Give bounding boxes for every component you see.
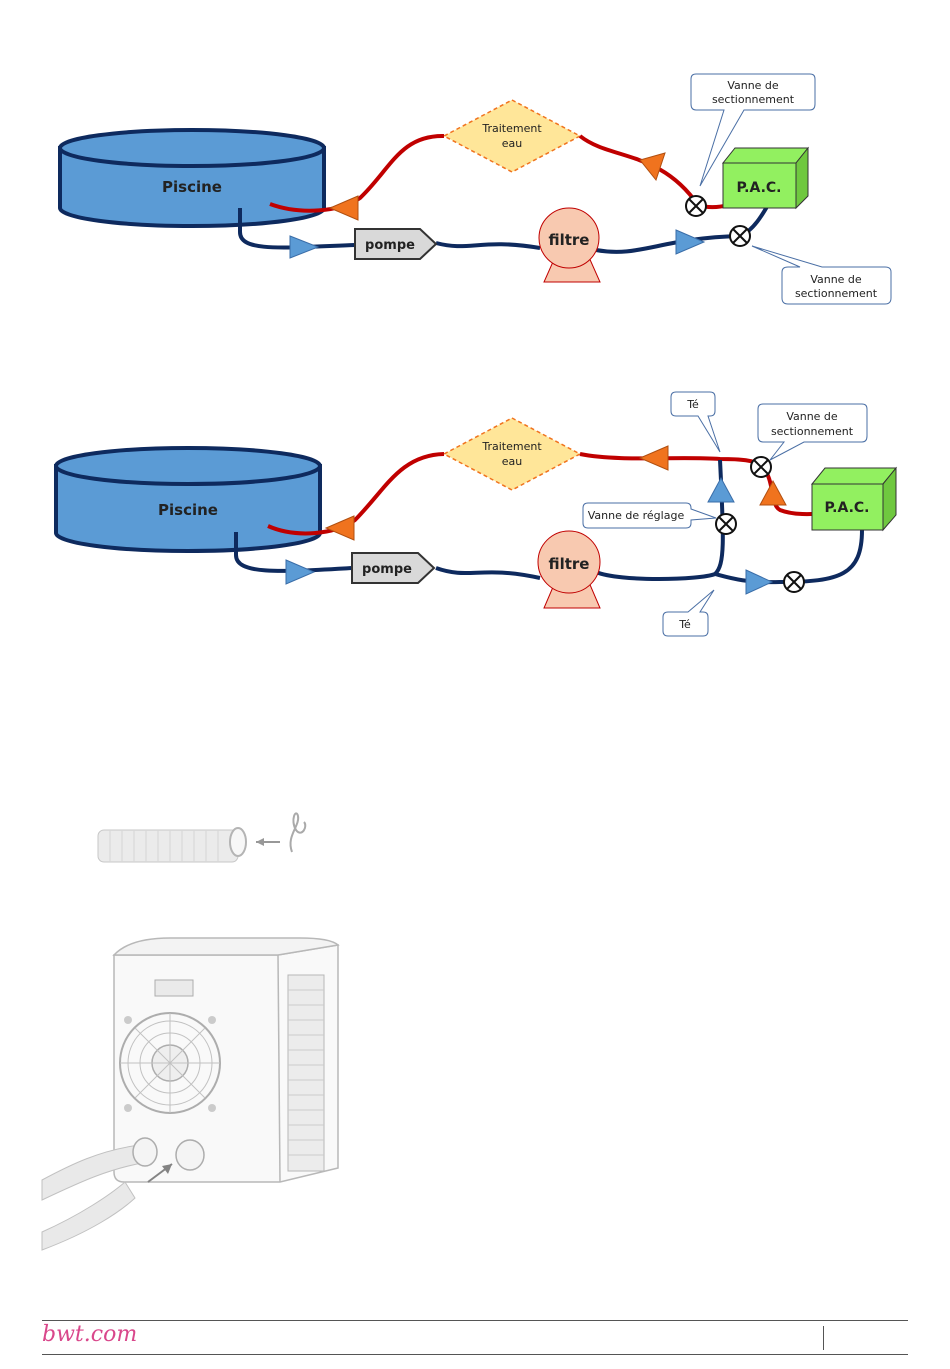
treatment-label-2-1: Traitement bbox=[481, 440, 542, 453]
arrow-orange-1 bbox=[330, 196, 358, 220]
footer-bottom-rule bbox=[42, 1354, 908, 1355]
adjust-valve-label: Vanne de réglage bbox=[588, 509, 685, 522]
callout-tee-bottom: Té bbox=[663, 590, 714, 636]
callout-valve-bottom-line1: Vanne de bbox=[810, 273, 862, 286]
footer-top-rule bbox=[42, 1320, 908, 1321]
callout-valve-bottom-line2: sectionnement bbox=[795, 287, 878, 300]
callout-tee-top: Té bbox=[671, 392, 720, 452]
filter-label-2: filtre bbox=[548, 555, 589, 573]
pool-tank-2: Piscine bbox=[56, 448, 320, 551]
treatment-label-2-2: eau bbox=[502, 455, 522, 468]
cold-pipe-d2-2 bbox=[436, 568, 540, 578]
callout-adjust-valve: Vanne de réglage bbox=[583, 503, 716, 528]
pump-label: pompe bbox=[365, 238, 415, 253]
pump-2: pompe bbox=[352, 553, 434, 583]
diagram-1: Piscine Traitement eau pompe filtre bbox=[60, 74, 891, 304]
tee-bottom-label: Té bbox=[678, 618, 691, 631]
hose-clamp-illustration bbox=[98, 813, 305, 862]
arrow-orange-d2-1 bbox=[326, 516, 354, 540]
heat-pump-2: P.A.C. bbox=[812, 468, 896, 530]
footer-divider bbox=[823, 1326, 824, 1350]
shutoff-valve-d2-2 bbox=[784, 572, 804, 592]
filter-label: filtre bbox=[548, 231, 589, 249]
callout-valve-d2: Vanne de sectionnement bbox=[758, 404, 867, 460]
brand-logo[interactable]: bwt.com bbox=[42, 1322, 137, 1347]
pool-label: Piscine bbox=[162, 178, 222, 196]
pump-label-2: pompe bbox=[362, 562, 412, 577]
callout-valve-d2-line2: sectionnement bbox=[771, 425, 854, 438]
heat-pump: P.A.C. bbox=[723, 148, 808, 208]
treatment-label-2: eau bbox=[502, 137, 522, 150]
water-treatment: Traitement eau bbox=[444, 100, 580, 172]
treatment-label-1: Traitement bbox=[481, 122, 542, 135]
arrow-orange-d2-3 bbox=[760, 481, 786, 505]
tee-top-label: Té bbox=[686, 398, 699, 411]
water-treatment-2: Traitement eau bbox=[444, 418, 580, 490]
callout-valve-bottom: Vanne de sectionnement bbox=[752, 246, 891, 304]
callout-valve-d2-line1: Vanne de bbox=[786, 410, 838, 423]
arrow-orange-d2-2 bbox=[640, 446, 668, 470]
diagram-2: Piscine Traitement eau pompe filtre bbox=[56, 392, 896, 636]
arrow-orange-2 bbox=[640, 153, 665, 180]
callout-valve-top-line1: Vanne de bbox=[727, 79, 779, 92]
arrow-blue-d2-1 bbox=[286, 560, 314, 584]
heatpump-label-2: P.A.C. bbox=[824, 500, 869, 516]
callout-valve-top-line2: sectionnement bbox=[712, 93, 795, 106]
heat-pump-unit-illustration bbox=[42, 938, 338, 1250]
filter: filtre bbox=[539, 208, 600, 282]
pool-label-2: Piscine bbox=[158, 501, 218, 519]
heatpump-label: P.A.C. bbox=[736, 180, 781, 196]
arrow-blue-d2-2 bbox=[708, 478, 734, 502]
arrow-blue-2 bbox=[676, 230, 704, 254]
shutoff-valve-1 bbox=[686, 196, 706, 216]
shutoff-valve-d2-1 bbox=[751, 457, 771, 477]
cold-pipe-2 bbox=[436, 243, 540, 248]
filter-2: filtre bbox=[538, 531, 600, 608]
arrow-blue-d2-3 bbox=[746, 570, 772, 594]
shutoff-valve-2 bbox=[730, 226, 750, 246]
adjust-valve bbox=[716, 514, 736, 534]
pool-tank: Piscine bbox=[60, 130, 324, 226]
pump: pompe bbox=[355, 229, 436, 259]
arrow-blue-1 bbox=[290, 236, 318, 258]
